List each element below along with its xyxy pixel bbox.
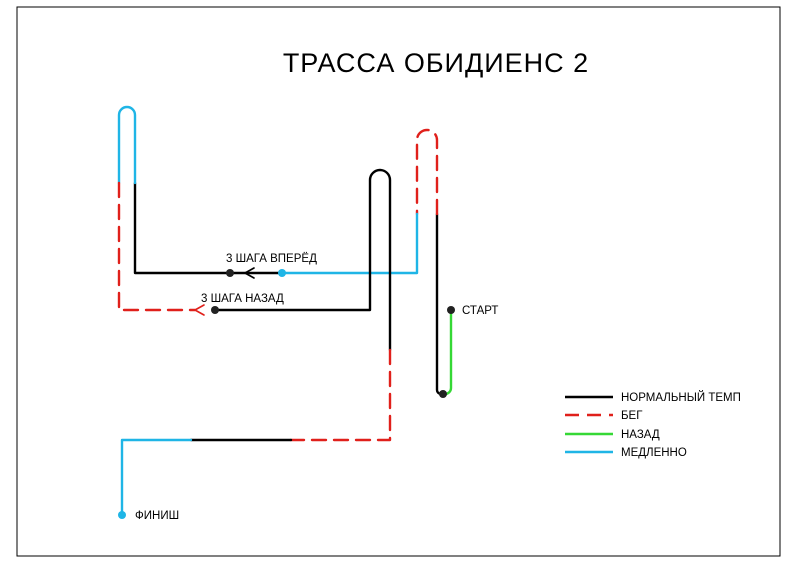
segment-normal-2 [133,181,232,275]
turn-marker [439,390,447,398]
segment-slow-2 [117,105,137,185]
start-marker [447,306,455,314]
segment-normal-1 [435,212,443,396]
segment-run-1 [415,128,439,216]
forward-end-marker [226,269,234,277]
start-label: СТАРТ [462,305,498,317]
segment-run-2 [117,181,197,312]
legend-label-run: БЕГ [621,410,643,422]
segment-run-3 [289,348,392,442]
page-title: ТРАССА ОБИДИЕНС 2 [283,48,589,78]
back-marker [211,306,219,314]
legend-label-slow: МЕДЛЕННО [621,447,687,459]
back-label: 3 ШАГА НАЗАД [201,293,284,305]
finish-label: ФИНИШ [135,510,179,522]
page-border [16,6,781,557]
arrow-back [194,304,205,316]
arrow-forward [244,267,255,279]
legend-label-normal: НОРМАЛЬНЫЙ ТЕМП [621,391,741,404]
segment-back [443,308,453,396]
finish-marker [118,511,126,519]
legend-label-back: НАЗАД [621,429,660,441]
legend: НОРМАЛЬНЫЙ ТЕМП БЕГ НАЗАД МЕДЛЕННО [565,391,741,459]
course-path [117,105,453,517]
segment-slow-1 [280,212,419,275]
forward-label: 3 ШАГА ВПЕРЁД [226,253,317,265]
segment-normal-3 [213,168,392,352]
segment-slow-3 [120,438,193,517]
forward-start-marker [278,269,286,277]
